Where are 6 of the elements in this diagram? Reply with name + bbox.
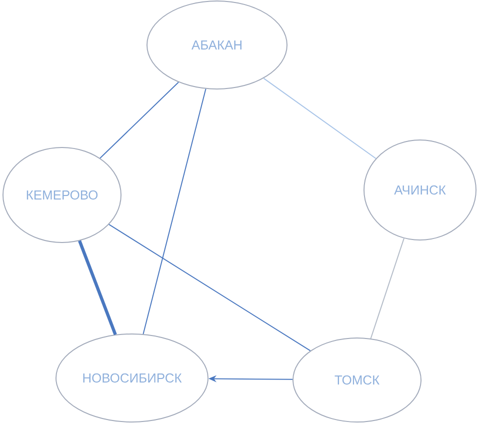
connector-line (100, 82, 179, 159)
connector-line (370, 238, 404, 339)
connector-line (108, 224, 311, 352)
connector-line (263, 78, 376, 159)
connector-line (78, 240, 117, 336)
connector-line (142, 88, 206, 334)
